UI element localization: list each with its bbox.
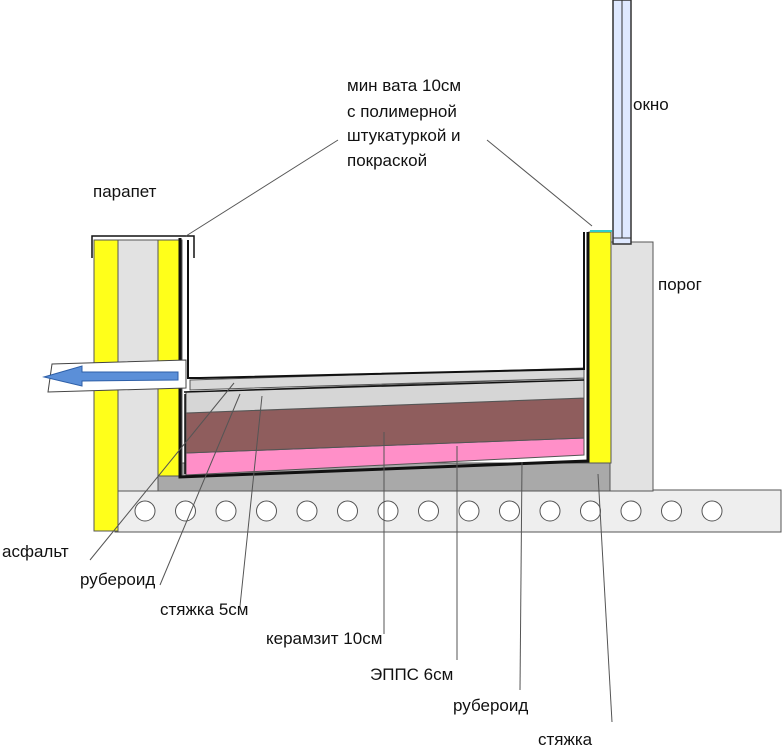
label-xps-6cm: ЭППС 6см: [370, 665, 453, 684]
label-mineral-wool-line-1: мин вата 10см: [347, 76, 461, 95]
slab-hollow-core: [134, 500, 156, 522]
upper-waterproofing: [187, 232, 585, 379]
drain-arrow: [42, 365, 179, 387]
parapet-inner-insulation: [157, 239, 183, 477]
parapet-cap-flashing: [91, 235, 195, 258]
slab-hollow-core: [580, 500, 601, 522]
slab-hollow-core: [620, 500, 642, 522]
threshold-wall: [609, 241, 654, 492]
label-screed-5cm: стяжка 5см: [160, 600, 249, 619]
threshold-insulation: [588, 231, 612, 464]
label-claydite-10cm: керамзит 10см: [266, 629, 382, 648]
slab-hollow-core: [256, 500, 277, 522]
label-mineral-wool-line-3: штукатуркой и: [347, 126, 461, 145]
label-mineral-wool-line-2: с полимерной: [347, 102, 457, 121]
label-threshold: порог: [658, 275, 702, 294]
slab-hollow-core: [337, 500, 358, 522]
label-asphalt: асфальт: [2, 542, 69, 561]
slab-hollow-core: [539, 500, 561, 522]
slab-hollow-core: [458, 500, 480, 522]
slab-hollow-core: [499, 500, 520, 522]
slab-hollow-core: [418, 500, 439, 522]
slab-hollows: [134, 500, 723, 522]
slab-hollow-core: [377, 500, 399, 522]
slab-hollow-core: [215, 500, 237, 522]
label-window: окно: [633, 95, 669, 114]
label-mineral-wool-line-4: покраской: [347, 151, 427, 170]
upper-felt-line: [183, 379, 585, 393]
slab-hollow-core: [296, 500, 318, 522]
leader-lines: [89, 139, 613, 723]
slab-hollow-core: [661, 500, 682, 522]
label-parapet: парапет: [93, 182, 157, 201]
slab-hollow-core: [175, 500, 196, 522]
label-roofing-felt-1: рубероид: [80, 570, 155, 589]
label-roofing-felt-2: рубероид: [453, 696, 528, 715]
label-screed: стяжка: [538, 730, 593, 749]
screed-5cm-layer: [185, 377, 585, 414]
slab-hollow-core: [701, 500, 723, 522]
